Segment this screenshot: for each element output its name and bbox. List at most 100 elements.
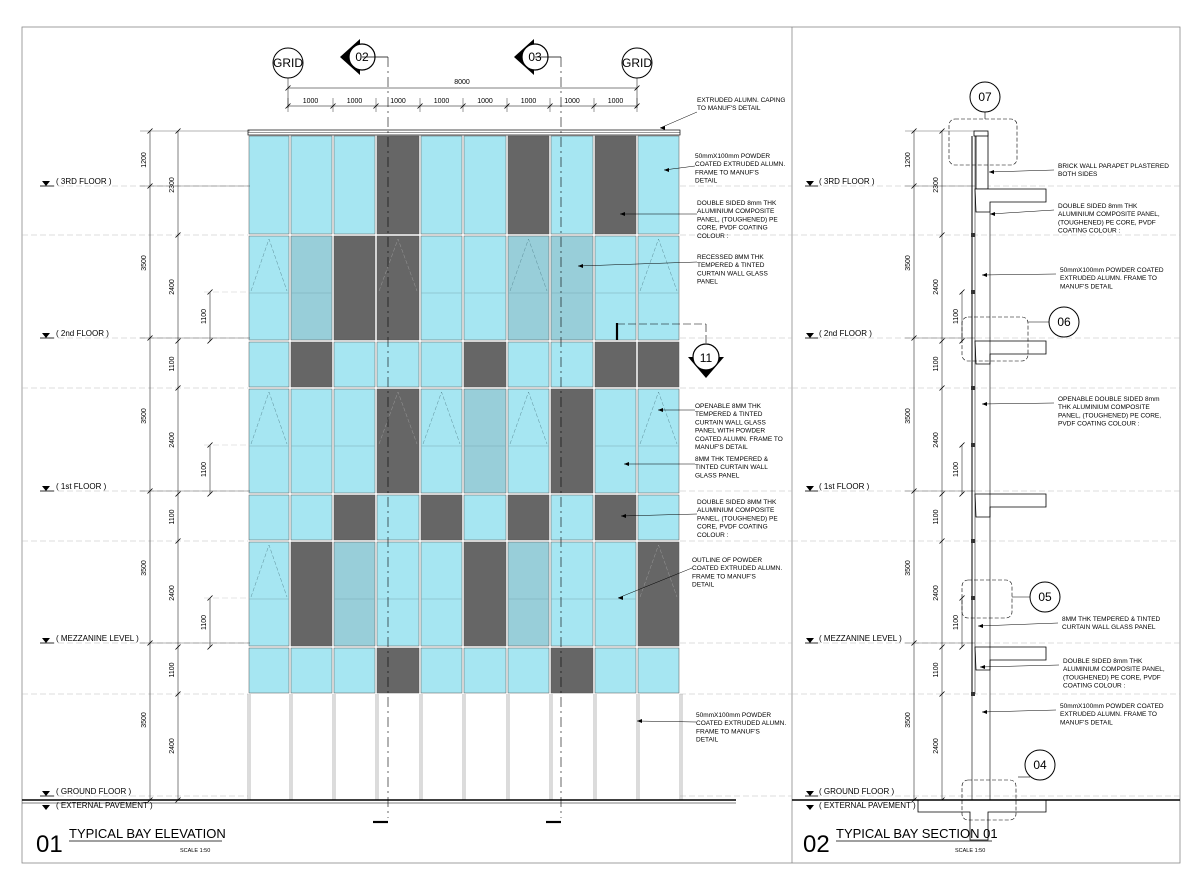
note-line: BOTH SIDES <box>1058 171 1098 178</box>
level-label-ground: ( GROUND FLOOR ) <box>819 787 894 796</box>
level-label-2nd: ( 2nd FLOOR ) <box>56 329 109 338</box>
leader-line <box>988 169 1055 173</box>
glass-panel <box>248 541 290 647</box>
leader-arrow-icon <box>624 462 629 466</box>
dim-window: 2400 <box>169 279 176 295</box>
dim-storey: 3500 <box>905 712 912 728</box>
dim-spandrel: 1100 <box>169 662 176 677</box>
level-marker-icon <box>42 791 50 796</box>
recessed-glass-panel <box>333 541 376 647</box>
glass-panel <box>550 135 594 235</box>
note-line: DOUBLE SIDED 8mm THK <box>1058 203 1138 210</box>
note-line: FRAME TO MANUF'S <box>692 573 757 580</box>
glass-panel <box>290 135 333 235</box>
dim-window: 2400 <box>933 585 940 601</box>
leader-arrow-icon <box>658 408 663 412</box>
note-line: PANEL, (TOUGHENED) PE <box>697 515 778 522</box>
level-marker-icon <box>42 181 50 186</box>
leader-line <box>977 622 1059 627</box>
level-label-2nd: ( 2nd FLOOR ) <box>819 329 872 338</box>
openable-indicator <box>509 391 548 445</box>
frame-node <box>971 386 975 390</box>
level-marker-icon <box>806 181 814 186</box>
level-guides: ( 3RD FLOOR )( 2nd FLOOR )( 1st FLOOR )(… <box>22 177 792 810</box>
leader-arrow-icon <box>982 402 987 406</box>
dim-window: 2400 <box>169 585 176 601</box>
elevation-title-block: 01 TYPICAL BAY ELEVATION SCALE 1:50 <box>36 826 226 858</box>
leader-line <box>620 513 698 517</box>
frame-node <box>971 692 975 696</box>
recessed-glass-panel <box>507 541 550 647</box>
note-line: TO MANUF'S DETAIL <box>697 105 761 112</box>
detail-marker-11: 11 <box>615 323 724 378</box>
glass-panel <box>248 647 290 694</box>
dim-bay-width: 1000 <box>521 98 537 105</box>
aluminium-panel <box>420 494 463 541</box>
leader-arrow-icon <box>989 170 994 174</box>
note-line: TINTED CURTAIN WALL <box>695 464 768 471</box>
glass-panel <box>420 235 463 341</box>
glass-panel <box>333 647 376 694</box>
dim-tick <box>959 491 965 497</box>
glass-panel <box>507 341 550 388</box>
dim-tick <box>175 338 181 344</box>
aluminium-panel <box>550 647 594 694</box>
detail-tag-circle <box>1024 749 1056 781</box>
glass-panel <box>637 647 680 694</box>
note-line: COATING COLOUR : <box>1058 228 1121 235</box>
note-line: TEMPERED & TINTED <box>695 411 763 418</box>
glass-panel <box>376 341 420 388</box>
dim-tick <box>175 491 181 497</box>
glass-panel <box>290 388 333 494</box>
note-line: EXTRUDED ALUMN. FRAME TO <box>1060 275 1157 282</box>
glass-panel <box>463 647 507 694</box>
note-line: ALUMINIUM COMPOSITE <box>697 208 775 215</box>
note-line: DOUBLE SIDED 8MM THK <box>697 499 777 506</box>
note-line: COLOUR : <box>697 532 729 539</box>
leader-arrow-icon <box>978 624 983 628</box>
dimension-lines: 1200350035003500350023002400240024002400… <box>905 128 975 803</box>
glass-panel <box>594 541 637 647</box>
dim-tick <box>959 595 965 601</box>
dim-parapet: 2300 <box>169 177 176 193</box>
glass-panel <box>248 235 290 341</box>
note-line: THK ALUMINIUM COMPOSITE <box>1058 404 1150 411</box>
leader-arrow-icon <box>637 719 642 723</box>
dim-window: 2400 <box>169 432 176 448</box>
note-line: CORE, PVDF COATING <box>697 225 768 232</box>
leader-line <box>617 567 693 599</box>
glass-panel <box>637 494 680 541</box>
note-line: 50mmX100mm POWDER COATED <box>1060 703 1164 710</box>
level-label-1st: ( 1st FLOOR ) <box>819 482 870 491</box>
note-line: OPENABLE DOUBLE SIDED 8mm <box>1058 396 1160 403</box>
grid-bubble-right: GRID <box>621 47 653 108</box>
floor-slab <box>974 188 1047 213</box>
dim-sill: 1100 <box>201 615 208 630</box>
svg-text:11: 11 <box>700 351 713 365</box>
leader-arrow-icon <box>621 514 626 518</box>
level-label-1st: ( 1st FLOOR ) <box>56 482 107 491</box>
aluminium-panel <box>463 341 507 388</box>
openable-indicator <box>378 391 418 445</box>
detail-tag-05: 05 <box>1038 590 1052 604</box>
openable-indicator <box>250 238 288 292</box>
openable-indicator <box>250 391 288 445</box>
level-marker-icon <box>806 791 814 796</box>
note-line: PVDF COATING COLOUR : <box>1058 421 1140 428</box>
glass-panel <box>637 135 680 235</box>
aluminium-panel <box>333 494 376 541</box>
detail-tag-04: 04 <box>1033 758 1047 772</box>
openable-indicator <box>639 391 678 445</box>
glass-panel <box>463 135 507 235</box>
note-line: PANEL <box>697 279 718 286</box>
leader-line <box>981 402 1055 405</box>
dim-window: 2400 <box>933 279 940 295</box>
